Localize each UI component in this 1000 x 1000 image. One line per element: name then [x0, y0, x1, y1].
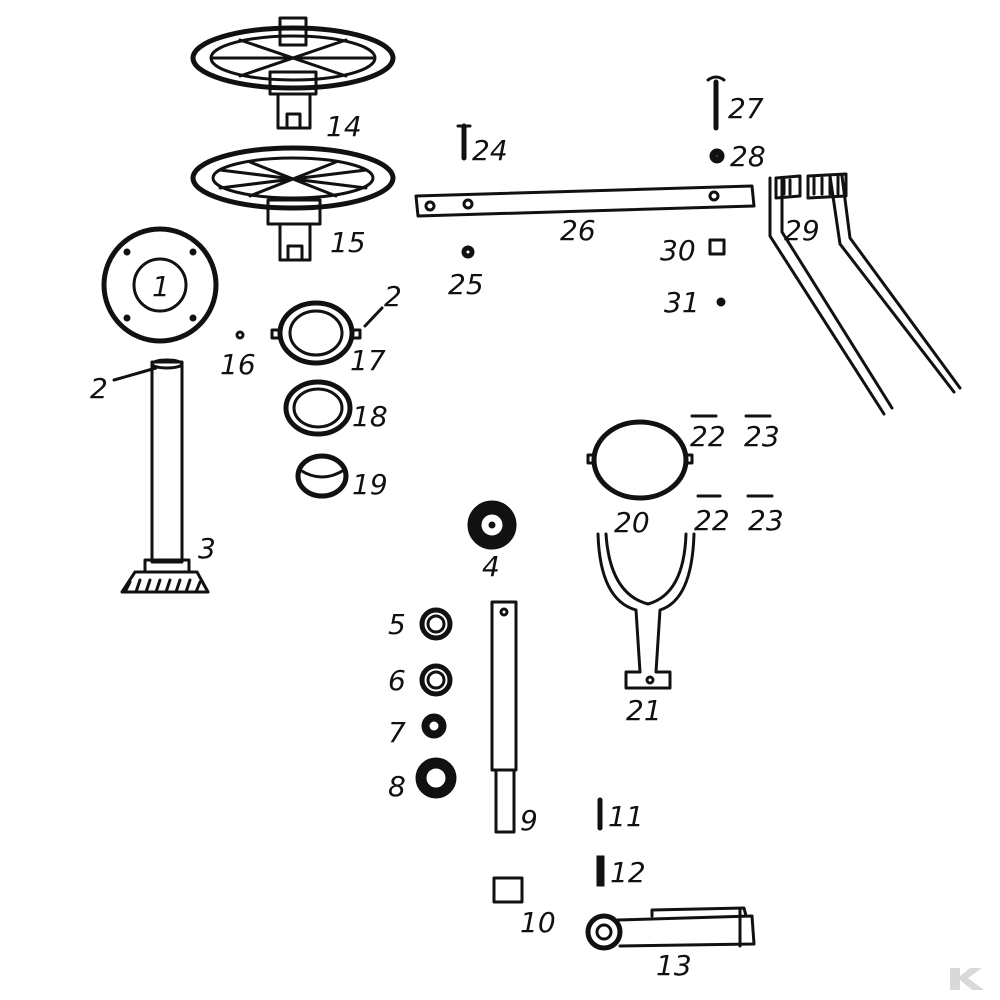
- part-30-clip: [708, 238, 726, 256]
- part-6-washer: [419, 663, 453, 697]
- label-29: 29: [784, 214, 820, 247]
- part-3-shaft-with-bevel-gear: [120, 358, 210, 594]
- label-14: 14: [326, 110, 362, 143]
- part-1-flange-plate: [101, 226, 219, 344]
- part-16-pin: [235, 330, 245, 340]
- part-7-washer: [421, 713, 447, 739]
- label-2-lower: 2: [90, 372, 108, 405]
- label-2-upper: 2: [384, 280, 402, 313]
- label-28: 28: [730, 140, 766, 173]
- part-10-square-block: [492, 876, 524, 904]
- part-4-bearing: [467, 500, 517, 550]
- part-8-washer: [415, 757, 457, 799]
- label-22-lower: 22: [694, 504, 730, 537]
- label-3: 3: [198, 532, 216, 565]
- label-30: 30: [660, 234, 696, 267]
- label-18: 18: [352, 400, 388, 433]
- label-5: 5: [388, 608, 406, 641]
- part-26-flat-bar: [414, 184, 756, 218]
- label-8: 8: [388, 770, 406, 803]
- label-10: 10: [520, 906, 556, 939]
- label-12: 12: [610, 856, 646, 889]
- leader-2-upper: [363, 306, 384, 328]
- part-17-lug-ring: [270, 300, 362, 366]
- leader-2-lower: [112, 366, 158, 382]
- label-20: 20: [614, 506, 650, 539]
- label-23-upper: 23: [744, 420, 780, 453]
- corner-logo-mark: [950, 968, 984, 990]
- label-24: 24: [472, 134, 508, 167]
- label-27: 27: [728, 92, 764, 125]
- label-1: 1: [152, 270, 170, 303]
- part-21-fork-bracket: [596, 532, 696, 690]
- label-25: 25: [448, 268, 484, 301]
- label-23-lower: 23: [748, 504, 784, 537]
- part-29-double-tine: [768, 172, 962, 416]
- label-17: 17: [350, 344, 386, 377]
- label-6: 6: [388, 664, 406, 697]
- label-19: 19: [352, 468, 388, 501]
- part-28-washer-hole: [713, 152, 721, 160]
- part-13-crank-arm: [585, 906, 756, 951]
- part-15-rotor-wheel-lower: [190, 145, 396, 262]
- part-9-shaft: [490, 600, 518, 834]
- part-12-pin: [596, 855, 605, 887]
- part-5-washer: [419, 607, 453, 641]
- label-16: 16: [220, 348, 256, 381]
- part-19-ring: [295, 453, 349, 499]
- part-31-nut: [716, 297, 726, 307]
- part-27-long-bolt: [706, 75, 726, 131]
- label-13: 13: [656, 949, 692, 982]
- label-15: 15: [330, 226, 366, 259]
- label-21: 21: [626, 694, 662, 727]
- part-18-ring: [283, 379, 353, 437]
- part-14-rotor-wheel-upper: [190, 16, 396, 130]
- label-9: 9: [520, 804, 538, 837]
- label-4: 4: [482, 550, 500, 583]
- part-25-nut: [461, 245, 475, 259]
- part-20-lug-ring: [586, 419, 694, 501]
- label-11: 11: [608, 800, 644, 833]
- label-26: 26: [560, 214, 596, 247]
- label-22-upper: 22: [690, 420, 726, 453]
- label-31: 31: [664, 286, 700, 319]
- part-24-bolt: [456, 123, 472, 161]
- label-7: 7: [388, 716, 406, 749]
